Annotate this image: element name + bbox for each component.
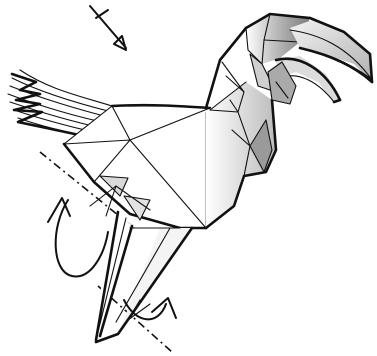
beak-lower bbox=[268, 56, 340, 104]
body bbox=[64, 105, 210, 228]
rotate-arrow-left bbox=[48, 198, 108, 276]
turn-over-symbol bbox=[90, 6, 126, 50]
legs bbox=[90, 212, 192, 342]
